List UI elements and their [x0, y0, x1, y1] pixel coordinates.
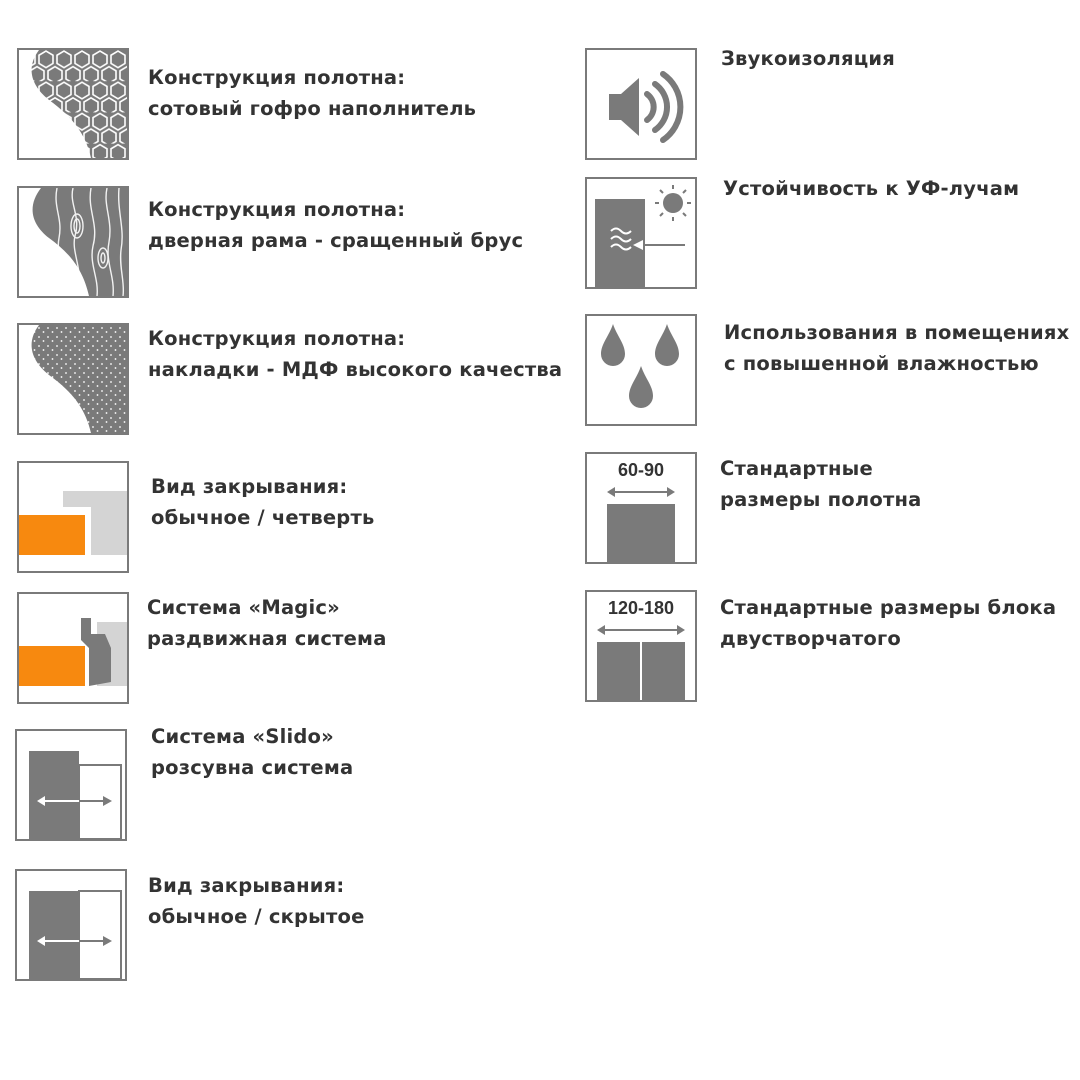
label-line-1: Устойчивость к УФ-лучам	[723, 177, 1020, 200]
double-door-size-icon: 120-180	[585, 590, 697, 702]
label-line-2: размеры полотна	[720, 488, 922, 511]
feature-label: Вид закрывания: обычное / четверть	[151, 471, 375, 533]
label-line-2: с повышенной влажностью	[724, 352, 1039, 375]
mdf-panel-icon	[17, 323, 129, 435]
feature-label: Система «Slido» розсувна система	[151, 721, 353, 783]
label-line-1: Конструкция полотна:	[148, 327, 406, 350]
feature-label: Вид закрывания: обычное / скрытое	[148, 870, 365, 932]
feature-label: Конструкция полотна: накладки - МДФ высо…	[148, 323, 562, 385]
label-line-2: розсувна система	[151, 756, 354, 779]
quarter-closing-icon	[17, 461, 129, 573]
size-label: 120-180	[608, 598, 674, 618]
label-line-1: Вид закрывания:	[148, 874, 345, 897]
magic-sliding-icon	[17, 592, 129, 704]
feature-label: Конструкция полотна: сотовый гофро напол…	[148, 62, 476, 124]
feature-label: Звукоизоляция	[721, 43, 895, 74]
wood-grain-icon	[17, 186, 129, 298]
label-line-2: двустворчатого	[720, 627, 901, 650]
label-line-1: Использования в помещениях	[724, 321, 1070, 344]
label-line-1: Вид закрывания:	[151, 475, 348, 498]
label-line-1: Система «Slido»	[151, 725, 334, 748]
label-line-2: обычное / четверть	[151, 506, 375, 529]
size-label: 60-90	[618, 460, 664, 480]
uv-resistance-icon	[585, 177, 697, 289]
feature-label: Устойчивость к УФ-лучам	[723, 173, 1019, 204]
feature-label: Стандартные размеры полотна	[720, 453, 921, 515]
label-line-2: обычное / скрытое	[148, 905, 365, 928]
label-line-2: раздвижная система	[147, 627, 387, 650]
label-line-1: Система «Magic»	[147, 596, 340, 619]
label-line-2: накладки - МДФ высокого качества	[148, 358, 563, 381]
feature-label: Стандартные размеры блока двустворчатого	[720, 592, 1056, 654]
slido-sliding-icon	[15, 729, 127, 841]
feature-label: Конструкция полотна: дверная рама - сращ…	[148, 194, 523, 256]
label-line-1: Конструкция полотна:	[148, 66, 406, 89]
single-door-size-icon: 60-90	[585, 452, 697, 564]
feature-label: Система «Magic» раздвижная система	[147, 592, 387, 654]
label-line-1: Стандартные	[720, 457, 873, 480]
honeycomb-fill-icon	[17, 48, 129, 160]
label-line-1: Конструкция полотна:	[148, 198, 406, 221]
label-line-1: Звукоизоляция	[721, 47, 895, 70]
feature-label: Использования в помещениях с повышенной …	[724, 317, 1069, 379]
label-line-2: дверная рама - сращенный брус	[148, 229, 524, 252]
hidden-closing-icon	[15, 869, 127, 981]
speaker-icon	[585, 48, 697, 160]
water-drops-icon	[585, 314, 697, 426]
label-line-1: Стандартные размеры блока	[720, 596, 1057, 619]
label-line-2: сотовый гофро наполнитель	[148, 97, 477, 120]
